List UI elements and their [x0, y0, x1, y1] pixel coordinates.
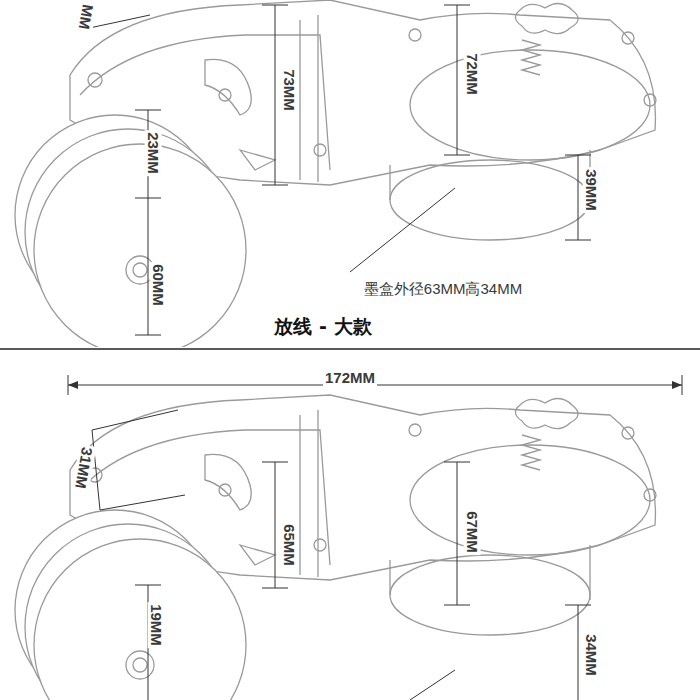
dimension-label: 31MM: [72, 444, 97, 492]
dimension-label: 67MM: [463, 509, 480, 555]
dimension-line: [92, 410, 185, 510]
pointer-line: [350, 188, 455, 272]
arrowhead: [672, 381, 682, 389]
dimension-label: 60MM: [149, 262, 166, 308]
dimension-label: 72MM: [463, 51, 480, 97]
tool-large: [15, 0, 656, 347]
dimension-label: 172MM: [323, 369, 377, 386]
dimension-label: 73MM: [280, 67, 297, 113]
dimension-label: 39MM: [582, 167, 599, 213]
title: 放线 - 大款: [270, 314, 375, 340]
dimension-label: 19MM: [147, 602, 164, 648]
dimension-label: 34MM: [582, 632, 599, 678]
divider: [0, 348, 700, 350]
note-label: 墨盒外径63MM高34MM: [362, 280, 524, 297]
pointer-line: [410, 670, 455, 700]
dimension-label: 23MM: [144, 130, 161, 176]
dimension-line: [135, 110, 161, 198]
tool-small: [15, 395, 656, 700]
arrowhead: [68, 381, 78, 389]
dimension-label: MM: [75, 1, 97, 33]
dimension-label: 65MM: [280, 522, 297, 568]
